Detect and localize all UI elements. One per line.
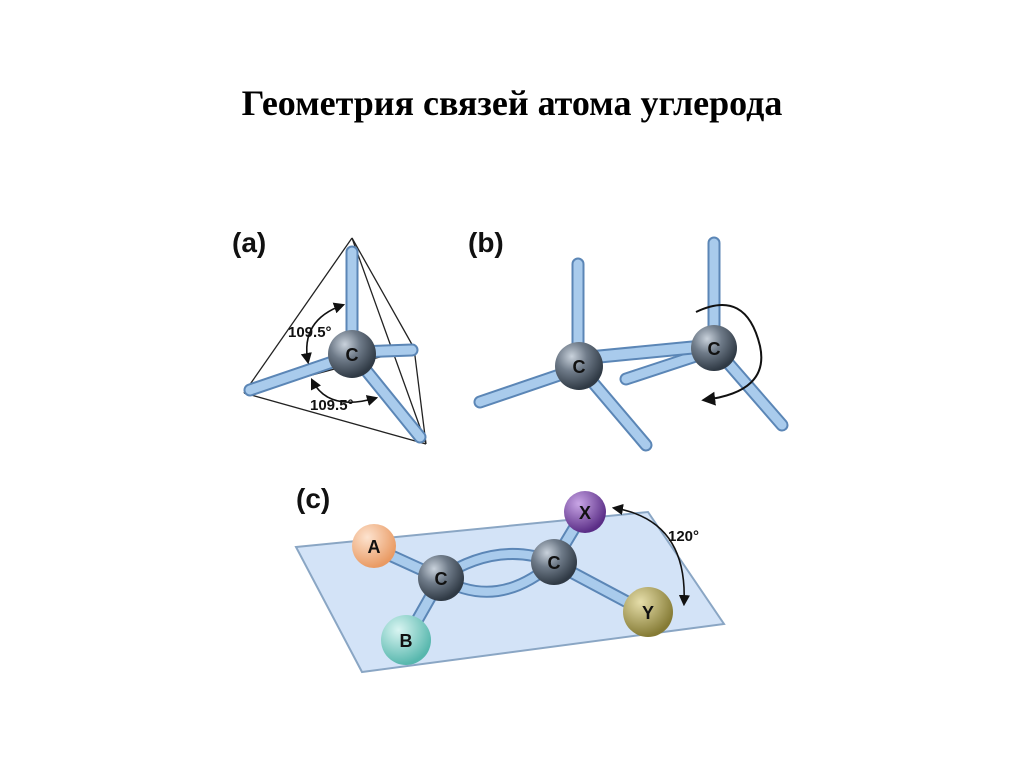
angle-label-120: 120°	[668, 528, 699, 545]
carbon-label-c-left: C	[435, 569, 448, 589]
tetrahedron-outline	[243, 237, 427, 445]
bond-b-right-down	[715, 349, 789, 432]
carbon-label-b-right: C	[708, 339, 721, 359]
panel-a-label: (a)	[232, 227, 266, 258]
atom-a	[352, 524, 396, 568]
panel-c-label: (c)	[296, 483, 330, 514]
panel-b: (b)	[468, 227, 789, 452]
angle-label-bottom: 109.5°	[310, 397, 354, 414]
atom-a-label: A	[368, 537, 381, 557]
bond-b-cc	[577, 339, 715, 365]
atom-x	[564, 491, 606, 533]
carbon-label-c-right: C	[548, 553, 561, 573]
atom-y-label: Y	[642, 603, 654, 623]
carbon-atom-b-left	[555, 342, 603, 390]
panel-a: (a)	[232, 227, 427, 445]
angle-arc-bottom	[310, 377, 379, 406]
carbon-label-b-left: C	[573, 357, 586, 377]
angle-label-top: 109.5°	[288, 324, 332, 341]
panel-b-label: (b)	[468, 227, 504, 258]
atom-b-label: B	[400, 631, 413, 651]
atom-x-label: X	[579, 503, 591, 523]
rotation-arrow	[695, 304, 763, 406]
carbon-atom-c-left	[418, 555, 464, 601]
atom-b	[381, 615, 431, 665]
panel-b-bonds	[473, 236, 789, 452]
angle-arc-120	[611, 503, 691, 607]
carbon-label-a: C	[346, 345, 359, 365]
angle-arc-top	[300, 302, 346, 365]
carbon-atom-c-right	[531, 539, 577, 585]
carbon-atom-b-right	[691, 325, 737, 371]
slide-title: Геометрия связей атома углерода	[241, 83, 783, 123]
panel-c: (c)	[294, 483, 726, 674]
